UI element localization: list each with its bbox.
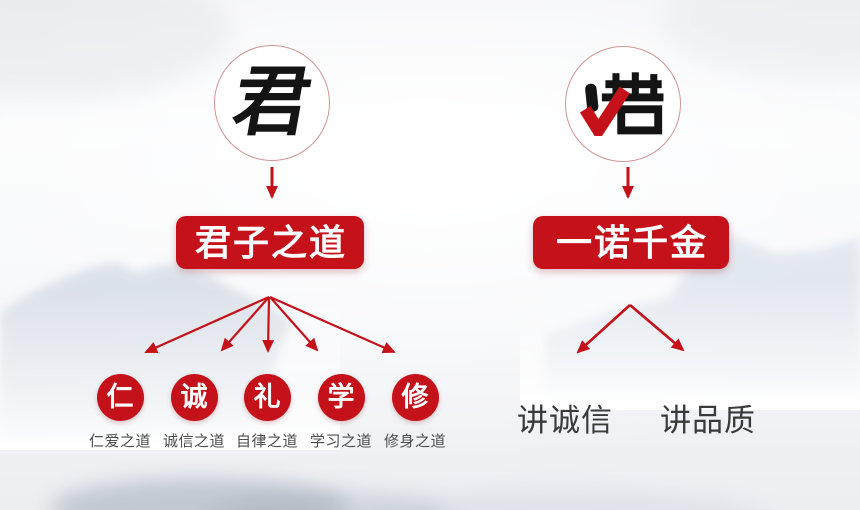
nuo-mouth-box xyxy=(617,105,663,135)
node-xue: 学 学习之道 xyxy=(295,374,387,451)
node-ren: 仁 仁爱之道 xyxy=(74,374,166,451)
jun-character-logo: 君 xyxy=(226,60,318,145)
li-label: 自律之道 xyxy=(235,433,298,450)
node-cheng: 诚 诚信之道 xyxy=(148,374,240,451)
point-chengxin: 讲诚信 xyxy=(517,403,613,438)
junzi-title-box: 君子之道 xyxy=(176,216,364,269)
xiu-char: 修 xyxy=(401,382,429,412)
cheng-label: 诚信之道 xyxy=(162,433,225,450)
xiu-label: 修身之道 xyxy=(383,433,446,450)
junzi-title-text: 君子之道 xyxy=(194,221,347,263)
nuo-emblem-circle: 诺 xyxy=(565,46,681,162)
xiu-circle: 修 xyxy=(391,374,439,421)
jun-emblem-circle: 君 xyxy=(214,45,330,161)
nuo-title-text: 一诺千金 xyxy=(555,221,708,263)
node-li: 礼 自律之道 xyxy=(221,374,313,451)
li-char: 礼 xyxy=(253,382,281,412)
xue-circle: 学 xyxy=(317,374,365,421)
nuo-title-box: 一诺千金 xyxy=(533,216,729,269)
checkmark-icon xyxy=(579,86,630,136)
li-circle: 礼 xyxy=(243,374,291,421)
xue-char: 学 xyxy=(327,382,355,412)
ren-char: 仁 xyxy=(106,382,134,412)
ren-label: 仁爱之道 xyxy=(88,433,151,450)
xue-label: 学习之道 xyxy=(309,433,372,450)
node-xiu: 修 修身之道 xyxy=(369,374,461,451)
point-pinzhi: 讲品质 xyxy=(660,403,756,438)
ren-circle: 仁 xyxy=(96,374,144,421)
cheng-char: 诚 xyxy=(180,382,208,412)
cheng-circle: 诚 xyxy=(170,374,218,421)
nuo-logo-icon xyxy=(579,72,664,136)
